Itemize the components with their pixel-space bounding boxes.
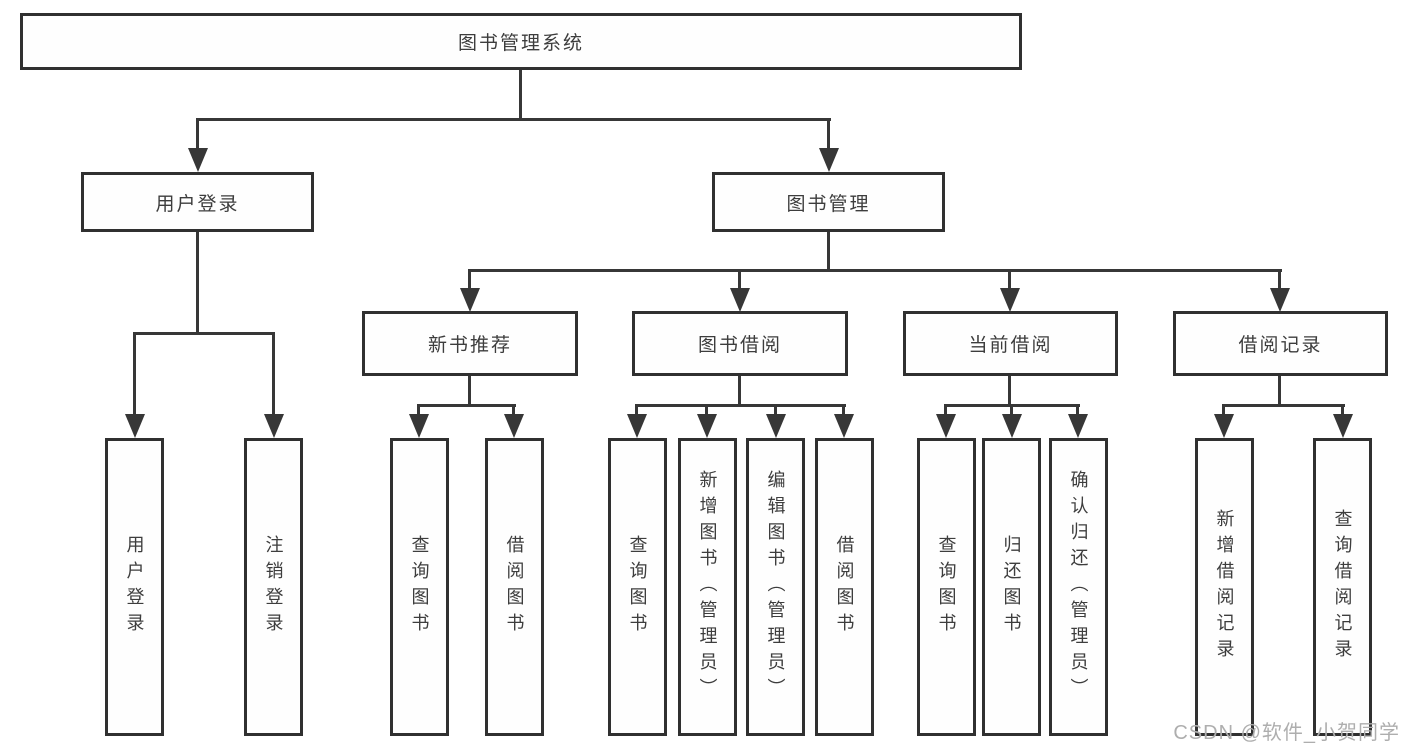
connector-line: [705, 404, 708, 416]
leaf-borrow-books-label: 借阅图书: [834, 535, 855, 639]
arrowhead-icon: [1333, 414, 1353, 438]
connector-line: [1008, 269, 1011, 290]
arrowhead-icon: [460, 288, 480, 312]
connector-line: [1008, 376, 1011, 407]
arrowhead-icon: [1002, 414, 1022, 438]
node-user-login-label: 用户登录: [155, 193, 240, 215]
arrowhead-icon: [188, 148, 208, 172]
connector-line: [468, 376, 471, 407]
watermark: CSDN @软件_小贺同学: [1173, 722, 1400, 744]
leaf-borrow-query-books-label: 查询图书: [627, 535, 648, 639]
leaf-add-borrow-record: 新增借阅记录: [1195, 438, 1254, 736]
leaf-logout: 注销登录: [244, 438, 303, 736]
arrowhead-icon: [1068, 414, 1088, 438]
connector-line: [468, 269, 471, 290]
leaf-add-books-admin-label: 新增图书（管理员）: [697, 470, 718, 704]
arrowhead-icon: [819, 148, 839, 172]
arrowhead-icon: [730, 288, 750, 312]
connector-line: [1222, 404, 1345, 407]
connector-line: [738, 376, 741, 407]
connector-line: [196, 232, 199, 334]
leaf-return-books-label: 归还图书: [1001, 535, 1022, 639]
connector-line: [635, 404, 638, 416]
leaf-recommend-query-books: 查询图书: [390, 438, 449, 736]
arrowhead-icon: [766, 414, 786, 438]
arrowhead-icon: [627, 414, 647, 438]
node-book-management: 图书管理: [712, 172, 945, 232]
arrowhead-icon: [504, 414, 524, 438]
leaf-logout-label: 注销登录: [263, 535, 284, 639]
leaf-add-books-admin: 新增图书（管理员）: [678, 438, 737, 736]
leaf-return-books: 归还图书: [982, 438, 1041, 736]
arrowhead-icon: [264, 414, 284, 438]
leaf-user-login: 用户登录: [105, 438, 164, 736]
leaf-query-borrow-record: 查询借阅记录: [1313, 438, 1372, 736]
leaf-recommend-query-books-label: 查询图书: [409, 535, 430, 639]
arrowhead-icon: [697, 414, 717, 438]
connector-line: [1341, 404, 1344, 416]
connector-line: [1278, 376, 1281, 407]
connector-line: [827, 232, 830, 272]
arrowhead-icon: [409, 414, 429, 438]
node-borrow-records: 借阅记录: [1173, 311, 1388, 376]
leaf-recommend-borrow-books: 借阅图书: [485, 438, 544, 736]
arrowhead-icon: [936, 414, 956, 438]
connector-line: [196, 118, 199, 150]
node-borrow-records-label: 借阅记录: [1238, 335, 1323, 356]
leaf-confirm-return-admin-label: 确认归还（管理员）: [1068, 470, 1089, 704]
leaf-borrow-books: 借阅图书: [815, 438, 874, 736]
connector-line: [519, 70, 522, 120]
connector-line: [196, 118, 831, 121]
arrowhead-icon: [1270, 288, 1290, 312]
connector-line: [417, 404, 420, 416]
connector-line: [738, 269, 741, 290]
node-current-borrow: 当前借阅: [903, 311, 1118, 376]
leaf-borrow-query-books: 查询图书: [608, 438, 667, 736]
leaf-edit-books-admin: 编辑图书（管理员）: [746, 438, 805, 736]
leaf-current-query-books: 查询图书: [917, 438, 976, 736]
connector-line: [512, 404, 515, 416]
arrowhead-icon: [1214, 414, 1234, 438]
leaf-confirm-return-admin: 确认归还（管理员）: [1049, 438, 1108, 736]
connector-line: [133, 332, 136, 416]
leaf-recommend-borrow-books-label: 借阅图书: [504, 535, 525, 639]
connector-line: [842, 404, 845, 416]
connector-line: [1076, 404, 1079, 416]
node-root-label: 图书管理系统: [457, 33, 584, 54]
leaf-current-query-books-label: 查询图书: [936, 535, 957, 639]
node-user-login: 用户登录: [81, 172, 314, 232]
node-new-book-recommend-label: 新书推荐: [427, 335, 512, 356]
leaf-query-borrow-record-label: 查询借阅记录: [1332, 509, 1353, 665]
connector-line: [417, 404, 516, 407]
connector-line: [133, 332, 275, 335]
connector-line: [1222, 404, 1225, 416]
leaf-add-borrow-record-label: 新增借阅记录: [1214, 509, 1235, 665]
connector-line: [944, 404, 947, 416]
node-book-management-label: 图书管理: [786, 193, 871, 215]
arrowhead-icon: [834, 414, 854, 438]
arrowhead-icon: [1000, 288, 1020, 312]
leaf-edit-books-admin-label: 编辑图书（管理员）: [765, 470, 786, 704]
connector-line: [827, 118, 830, 150]
node-book-borrow: 图书借阅: [632, 311, 848, 376]
connector-line: [635, 404, 846, 407]
connector-line: [1010, 404, 1013, 416]
connector-line: [1278, 269, 1281, 290]
arrowhead-icon: [125, 414, 145, 438]
connector-line: [272, 332, 275, 416]
node-current-borrow-label: 当前借阅: [968, 335, 1053, 356]
node-new-book-recommend: 新书推荐: [362, 311, 578, 376]
node-book-borrow-label: 图书借阅: [697, 335, 782, 356]
connector-line: [774, 404, 777, 416]
connector-line: [468, 269, 1282, 272]
node-root: 图书管理系统: [20, 13, 1022, 70]
leaf-user-login-label: 用户登录: [124, 535, 145, 639]
